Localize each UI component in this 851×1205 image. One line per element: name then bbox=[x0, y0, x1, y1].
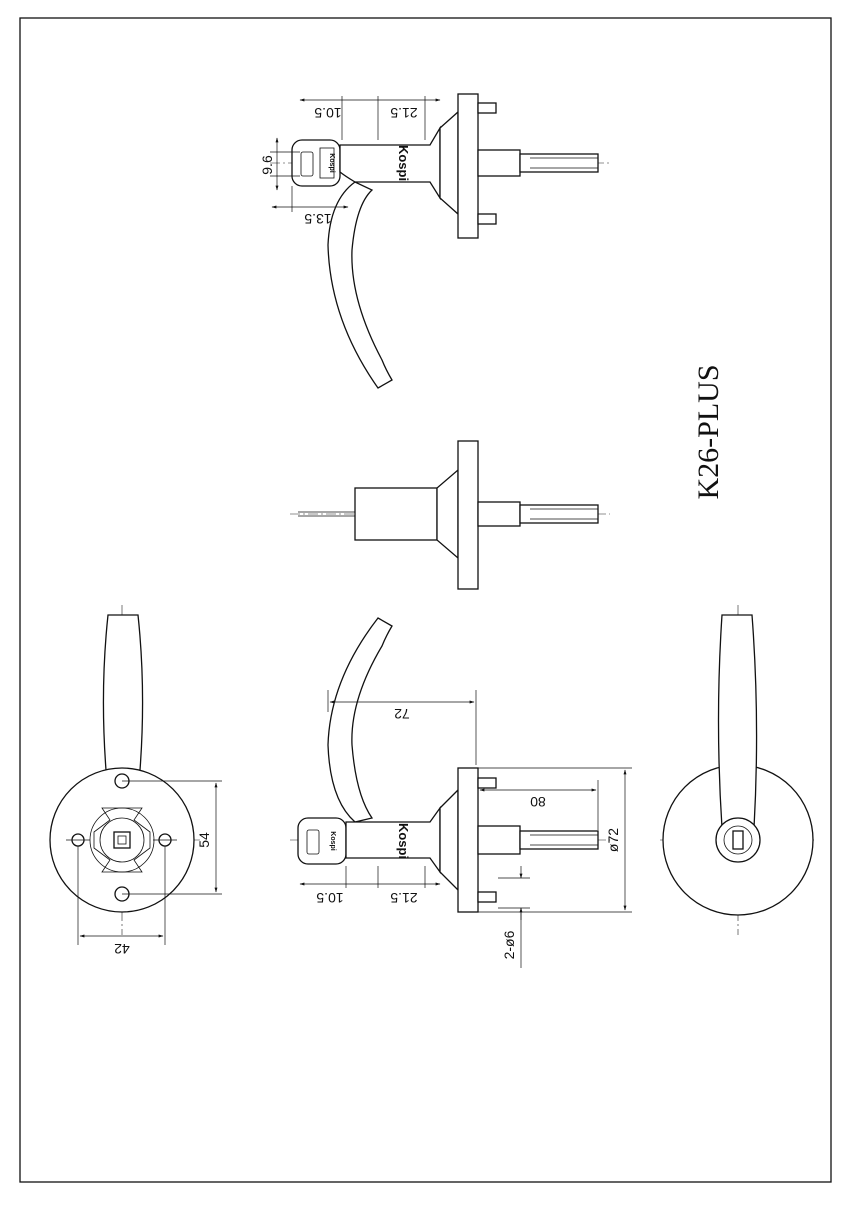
dim-top-21-5: 21.5 bbox=[390, 105, 417, 121]
top-view: Kospi Kospi 10.5 21.5 9.6 13.5 bbox=[259, 93, 610, 389]
lever-brand-top: Kospi bbox=[396, 145, 411, 181]
middle-view bbox=[290, 440, 610, 590]
dim-rosette-54: 54 bbox=[196, 832, 212, 848]
dim-top-13-5: 13.5 bbox=[304, 211, 331, 227]
sheet-border bbox=[19, 17, 832, 1183]
dim-side-2-dia6: 2-ø6 bbox=[501, 930, 517, 959]
lever-brand-side: Kospi bbox=[396, 823, 411, 859]
dim-side-10-5: 10.5 bbox=[316, 890, 343, 906]
rosette-front-view bbox=[660, 605, 815, 935]
dim-side-21-5: 21.5 bbox=[390, 890, 417, 906]
key-brand-top: Kospi bbox=[328, 153, 335, 173]
dim-side-80: 80 bbox=[530, 794, 546, 810]
key-brand-side: Kospi bbox=[329, 831, 336, 851]
dim-side-dia72: ø72 bbox=[605, 828, 621, 852]
side-view: Kospi Kospi 72 80 ø72 10.5 21.5 bbox=[290, 617, 632, 968]
dim-side-72: 72 bbox=[394, 706, 410, 722]
dim-top-9-6: 9.6 bbox=[259, 155, 275, 175]
dim-rosette-42: 42 bbox=[114, 941, 130, 957]
dim-top-10-5: 10.5 bbox=[314, 105, 341, 121]
drawing-title: K26-PLUS bbox=[692, 364, 725, 499]
rosette-back-view: 54 42 bbox=[49, 605, 222, 957]
